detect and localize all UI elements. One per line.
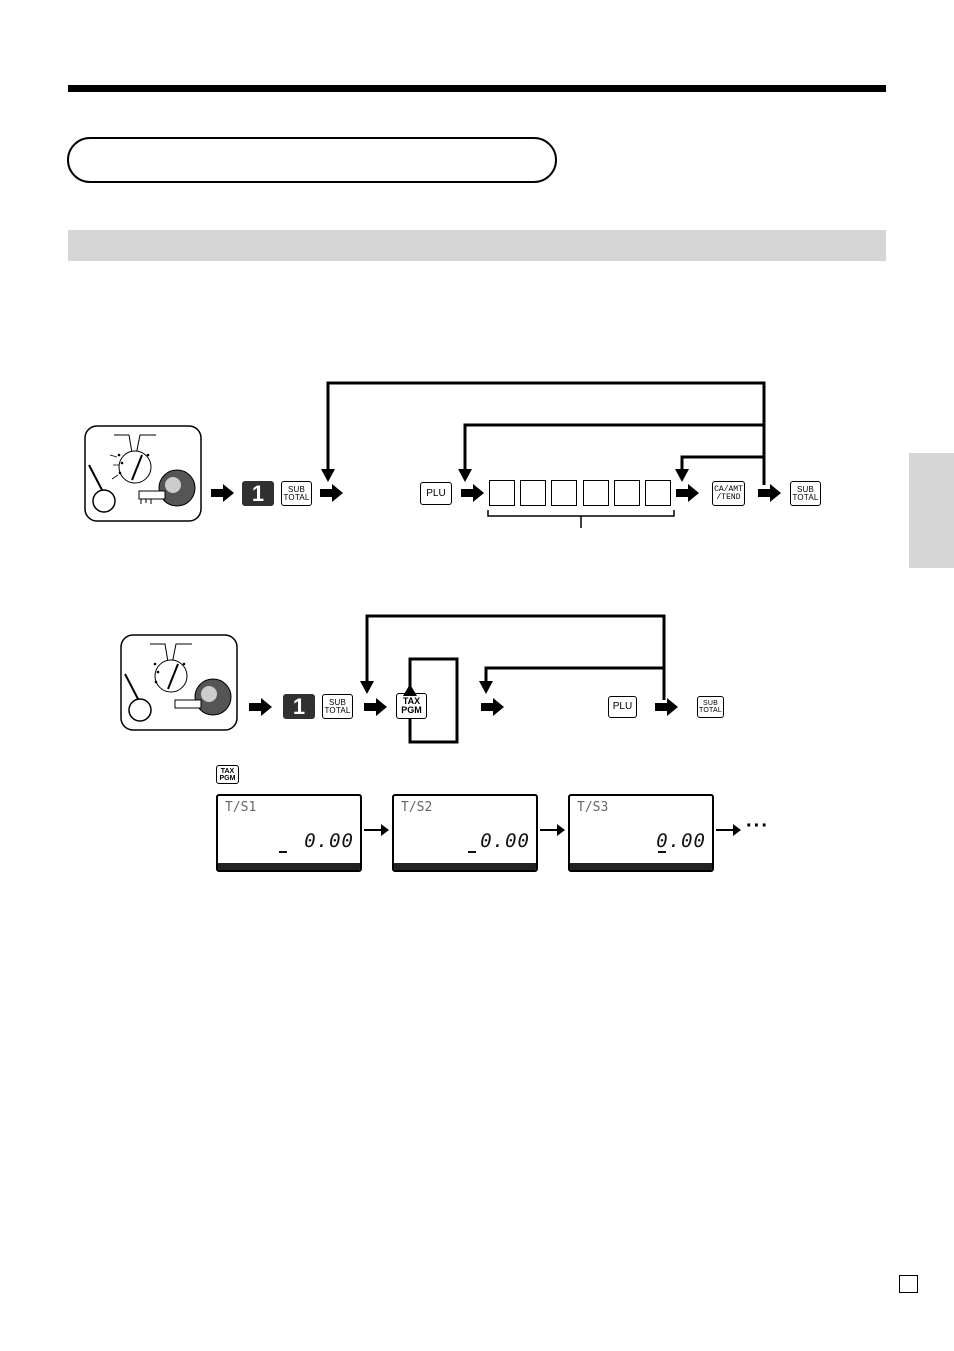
mode-switch-key-icon — [84, 425, 202, 522]
key-1: 1 — [242, 481, 274, 506]
lcd-display: T/S3 0.00 — [568, 794, 714, 872]
display-label: T/S2 — [401, 800, 433, 815]
continuation-dots: ··· — [746, 815, 769, 837]
side-index-tab — [909, 453, 954, 568]
display-label: T/S3 — [577, 800, 609, 815]
arrow-right-icon — [655, 698, 678, 716]
display-cursor — [658, 851, 666, 853]
lcd-display: T/S1 0.00 — [216, 794, 362, 872]
arrow-right-icon — [758, 484, 781, 502]
display-value: 0.00 — [304, 830, 354, 852]
arrow-right-icon — [716, 824, 741, 836]
key-plu: PLU — [420, 482, 452, 505]
arrow-right-icon — [211, 484, 234, 502]
arrow-right-icon — [249, 698, 272, 716]
digit-entry-box — [583, 480, 609, 506]
section-heading-bar — [68, 230, 886, 261]
lcd-display: T/S2 0.00 — [392, 794, 538, 872]
key-plu: PLU — [608, 696, 637, 718]
arrow-right-icon — [540, 824, 565, 836]
key-1: 1 — [283, 694, 315, 719]
arrow-right-icon — [364, 824, 389, 836]
display-cursor — [279, 851, 287, 853]
display-cursor — [468, 851, 476, 853]
digit-entry-box — [614, 480, 640, 506]
arrow-right-icon — [364, 698, 387, 716]
display-value: 0.00 — [480, 830, 530, 852]
loop-connector-lines — [321, 381, 766, 528]
arrow-right-icon — [676, 484, 699, 502]
section-title-box — [67, 137, 557, 183]
digit-entry-box — [645, 480, 671, 506]
display-label: T/S1 — [225, 800, 257, 815]
display-value: 0.00 — [656, 830, 706, 852]
arrow-right-icon — [481, 698, 504, 716]
page-number-box — [899, 1275, 918, 1293]
mode-switch-key-icon — [120, 634, 238, 731]
loop-connector-lines — [360, 614, 666, 744]
digit-entry-box — [551, 480, 577, 506]
arrow-right-icon — [461, 484, 484, 502]
arrow-right-icon — [320, 484, 343, 502]
header-rule — [68, 85, 886, 92]
digit-entry-box — [520, 480, 546, 506]
digit-entry-box — [489, 480, 515, 506]
key-ca-amt-tend: CA/AMT/TEND — [712, 481, 745, 506]
